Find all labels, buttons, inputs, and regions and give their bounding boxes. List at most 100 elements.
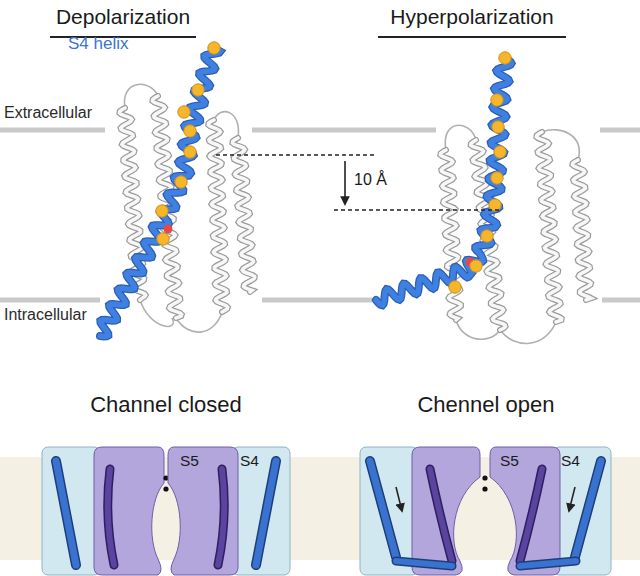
side-label: Extracellular [4, 104, 92, 122]
s4-hyperpolarized [376, 52, 511, 305]
distance-label: 10 Å [354, 171, 387, 189]
s4-rod [256, 461, 276, 565]
state-label: Channel closed [90, 392, 242, 417]
pore-dot [482, 486, 487, 491]
gating-charge [192, 84, 204, 96]
s5-rod [430, 469, 452, 561]
s5-rod-edge [430, 469, 452, 561]
s5-rod-edge [108, 469, 114, 565]
shape-group [553, 447, 611, 575]
s5-segment [412, 447, 480, 575]
label-slot: Extracellular [4, 104, 92, 122]
gating-charge [208, 42, 220, 54]
shape-group [232, 447, 290, 575]
membrane-line [0, 298, 100, 303]
motion-arrow [569, 487, 575, 511]
vsd-box [553, 447, 611, 575]
gating-charge [175, 176, 187, 188]
gating-charge [491, 172, 503, 184]
segment-label: S4 [240, 452, 290, 470]
membrane-line [252, 128, 436, 133]
title-underline [378, 36, 566, 38]
node-text-holder: S5 [168, 447, 238, 470]
acidic-residue [164, 225, 173, 234]
s4-rod [575, 461, 601, 557]
vsd-box [42, 447, 100, 575]
s5-segment-node: S5 [488, 447, 560, 575]
protein-helix-fill [536, 132, 561, 322]
s5-rod [218, 469, 224, 565]
pore-dot [482, 475, 487, 480]
s4-rod-edge [56, 461, 76, 565]
label-slot: Chennel open [417, 392, 554, 417]
node-outline [168, 447, 238, 575]
s4-helix [376, 58, 511, 305]
s5-rod-edge [218, 469, 224, 565]
label-slot: Intracellular [4, 306, 87, 324]
panel-title: Depolarization [56, 5, 190, 29]
protein-helix [572, 160, 591, 300]
s4-rod-edge [370, 461, 396, 557]
helix-label: S4 helix [68, 34, 128, 54]
node-text-holder: S4 [553, 447, 611, 470]
voltage-sensor-node: S4 [232, 447, 290, 575]
protein-loop [500, 322, 556, 343]
s5-segment [490, 447, 560, 575]
shape-group [94, 447, 164, 575]
protein-helix-fill [440, 150, 461, 320]
gating-charge [156, 205, 168, 217]
s5-rod [520, 469, 542, 561]
segment-label: S5 [500, 452, 560, 470]
label-slot: Depolarization [56, 5, 190, 29]
membrane-line [0, 128, 105, 133]
protein-helix-fill [208, 120, 227, 312]
membrane-line [602, 298, 640, 303]
gating-charge [157, 233, 169, 245]
protein-helix [232, 138, 254, 292]
vsd-box [360, 447, 418, 575]
node-outline [488, 447, 560, 575]
s4-s5-linker-edge [520, 561, 576, 566]
dashed-line [334, 209, 500, 210]
protein-hyperpolarized [440, 125, 591, 343]
s4-s5-linker [396, 561, 452, 566]
shape-group [42, 447, 100, 575]
gating-charge [184, 125, 196, 137]
membrane-line [262, 298, 372, 303]
label-slot: S4 helix [68, 34, 128, 54]
s4-helix [100, 48, 220, 336]
gating-charge [489, 199, 501, 211]
panel-title: Hyperpolarization [390, 5, 553, 29]
s4-s5-linker-edge [396, 561, 452, 566]
motion-arrow [396, 487, 402, 511]
s4-rod-edge [256, 461, 276, 565]
membrane-line [600, 128, 640, 133]
displacement-marker [216, 155, 500, 210]
protein-helix-fill [572, 160, 591, 300]
gating-charge [491, 94, 503, 106]
s4-depolarized [100, 42, 220, 337]
gating-charge [481, 230, 493, 242]
shape-group [360, 447, 418, 575]
protein-helix [440, 150, 461, 320]
segment-label: S5 [180, 452, 238, 470]
s4-helix-edge [100, 48, 220, 336]
s4-s5-linker [520, 561, 576, 566]
gating-charge [492, 121, 504, 133]
gating-charge [499, 52, 511, 64]
s4-rod [370, 461, 396, 557]
node-text-holder: S5 [488, 447, 560, 470]
shape-group [396, 447, 480, 575]
shape-group [168, 447, 238, 575]
shape-group [490, 447, 576, 575]
s4-rod [56, 461, 76, 565]
label-slot: Channel closed [90, 392, 242, 417]
protein-helix [208, 120, 227, 312]
dashed-line [216, 154, 376, 155]
s5-segment-node: S5 [168, 447, 238, 575]
protein-helix-fill [232, 138, 254, 292]
s5-segment [168, 447, 238, 575]
segment-label: S4 [561, 452, 611, 470]
state-label: Chennel open [417, 392, 554, 417]
